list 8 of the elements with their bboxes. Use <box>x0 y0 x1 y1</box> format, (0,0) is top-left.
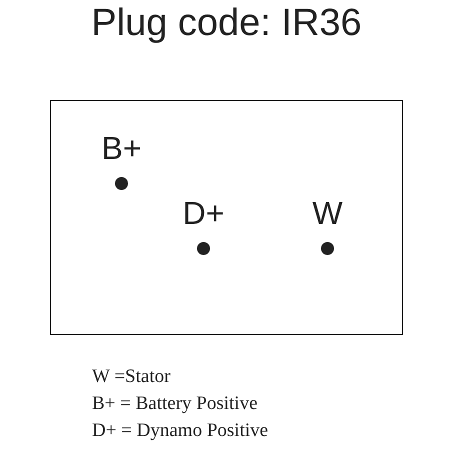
legend-note: D+ = Dynamo Positive <box>92 420 268 442</box>
title: Plug code: IR36 <box>90 2 363 45</box>
legend-note: W =Stator <box>92 366 170 388</box>
pin-label: B+ <box>100 130 143 164</box>
pin-label: D+ <box>182 196 226 230</box>
pin-label: W <box>311 196 344 230</box>
connector-outline <box>50 100 403 335</box>
legend-note: B+ = Battery Positive <box>92 393 258 415</box>
